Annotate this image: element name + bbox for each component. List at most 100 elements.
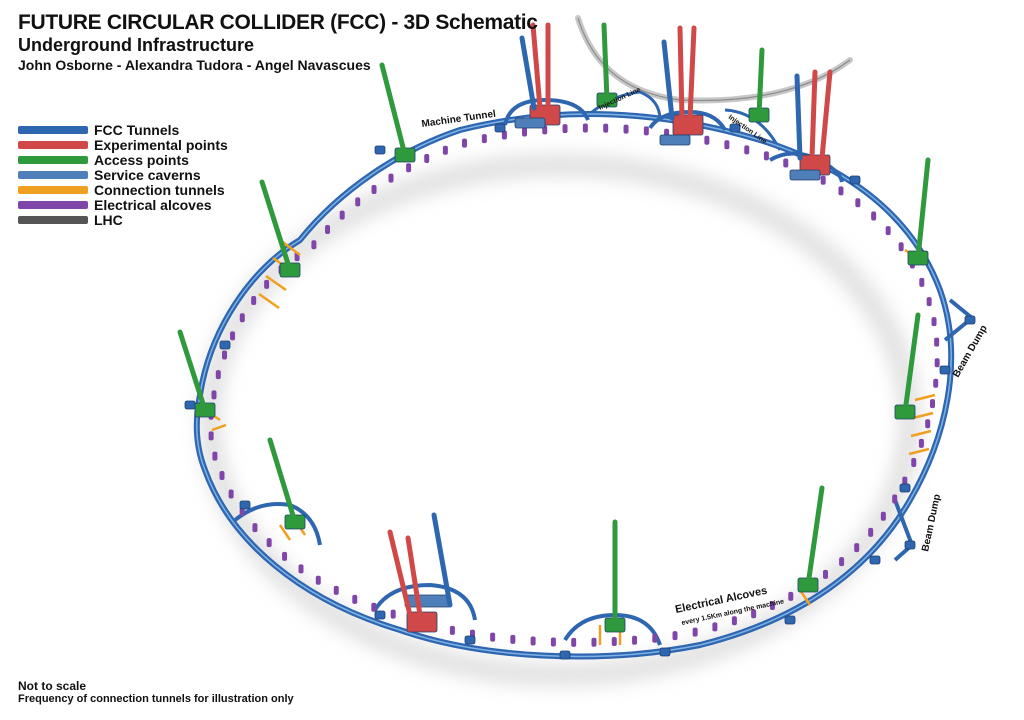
electrical-alcove [643, 126, 649, 136]
electrical-alcove [510, 634, 516, 644]
tunnel-junction [374, 145, 386, 155]
tunnel-junction [904, 540, 916, 550]
access-shaft [259, 179, 293, 273]
electrical-alcove [406, 163, 412, 173]
electrical-alcove [934, 358, 940, 368]
electrical-alcove [902, 476, 908, 486]
electrical-alcove [731, 616, 737, 626]
access-shaft [530, 22, 543, 111]
legend-swatch [18, 200, 88, 209]
footnote-scale: Not to scale [18, 678, 87, 693]
electrical-alcove [704, 135, 710, 145]
tunnel-junction [899, 483, 911, 493]
electrical-alcove [822, 569, 828, 579]
legend-swatch [18, 125, 88, 134]
electrical-alcove [591, 637, 597, 647]
electrical-alcove [355, 197, 361, 207]
lhc-ring [575, 15, 853, 104]
electrical-alcove [934, 337, 940, 347]
electrical-alcove [712, 622, 718, 632]
electrical-alcove [763, 151, 769, 161]
electrical-alcove [219, 470, 225, 480]
electrical-alcove [898, 242, 904, 252]
electrical-alcove [933, 378, 939, 388]
access-shaft [661, 39, 675, 121]
electrical-alcove [230, 331, 236, 341]
electrical-alcove [530, 636, 536, 646]
electrical-alcove [769, 601, 775, 611]
connection-tunnel [910, 429, 932, 438]
legend-swatch [18, 140, 88, 149]
legend-swatch [18, 170, 88, 179]
tunnel-junction [219, 340, 231, 350]
electrical-alcove [931, 317, 937, 327]
access-shaft [601, 22, 610, 103]
electrical-alcove [390, 609, 396, 619]
access-shaft [756, 47, 765, 118]
connection-tunnel [278, 524, 292, 541]
electrical-alcove [371, 185, 377, 195]
electrical-alcove [855, 198, 861, 208]
connection-tunnel [798, 589, 812, 606]
access-shaft [902, 312, 921, 415]
legend-swatch [18, 215, 88, 224]
tunnel-junction [559, 650, 571, 660]
electrical-alcove [880, 511, 886, 521]
electrical-alcove [211, 390, 217, 400]
tunnel-junction [784, 615, 796, 625]
electrical-alcove [282, 551, 288, 561]
electrical-alcove [611, 637, 617, 647]
electrical-alcove [623, 124, 629, 134]
electrical-alcove [298, 564, 304, 574]
electrical-alcove [751, 609, 757, 619]
legend-label: LHC [94, 211, 123, 228]
electrical-alcove [911, 458, 917, 468]
connection-tunnel [258, 292, 280, 310]
electrical-alcove [550, 637, 556, 647]
service-cavern [789, 169, 821, 181]
electrical-alcove [325, 224, 331, 234]
footnote-connection-tunnels: Frequency of connection tunnels for illu… [18, 693, 294, 706]
legend-item: Access points [18, 152, 228, 168]
legend-label: FCC Tunnels [94, 121, 180, 138]
connection-tunnel [265, 274, 287, 292]
electrical-alcove [868, 527, 874, 537]
electrical-alcove [449, 625, 455, 635]
electrical-alcove [839, 557, 845, 567]
legend: FCC Tunnels Experimental points Access p… [18, 121, 228, 228]
electrical-alcove [462, 138, 468, 148]
access-shaft [687, 25, 697, 121]
electrical-alcove [692, 627, 698, 637]
tunnel-junction [964, 315, 976, 325]
electrical-alcove [388, 173, 394, 183]
electrical-alcove [228, 489, 234, 499]
legend-label: Electrical alcoves [94, 196, 212, 213]
electrical-alcove [930, 399, 936, 409]
electrical-alcove [871, 211, 877, 221]
electrical-alcove [582, 123, 588, 133]
ring-shadow [199, 154, 921, 686]
electrical-alcove [239, 313, 245, 323]
electrical-alcove [311, 240, 317, 250]
electrical-alcove [838, 186, 844, 196]
electrical-alcove [212, 451, 218, 461]
electrical-alcove [501, 130, 507, 140]
electrical-alcove [603, 123, 609, 133]
tunnel-junction [374, 610, 386, 620]
header: FUTURE CIRCULAR COLLIDER (FCC) - 3D Sche… [18, 11, 538, 73]
footnote: Not to scale Frequency of connection tun… [18, 678, 294, 706]
shafts [177, 22, 931, 628]
electrical-alcove [352, 594, 358, 604]
connection-tunnel [914, 393, 936, 402]
legend-item: Experimental points [18, 136, 228, 153]
electrical-alcove [672, 631, 678, 641]
electrical-alcove [652, 633, 658, 643]
legend-label: Experimental points [94, 136, 228, 153]
tunnel-junction [184, 400, 196, 410]
electrical-alcove [919, 277, 925, 287]
legend-item: Service caverns [18, 167, 228, 183]
electrical-alcove [571, 637, 577, 647]
electrical-alcove [562, 124, 568, 134]
electrical-alcove [424, 153, 430, 163]
